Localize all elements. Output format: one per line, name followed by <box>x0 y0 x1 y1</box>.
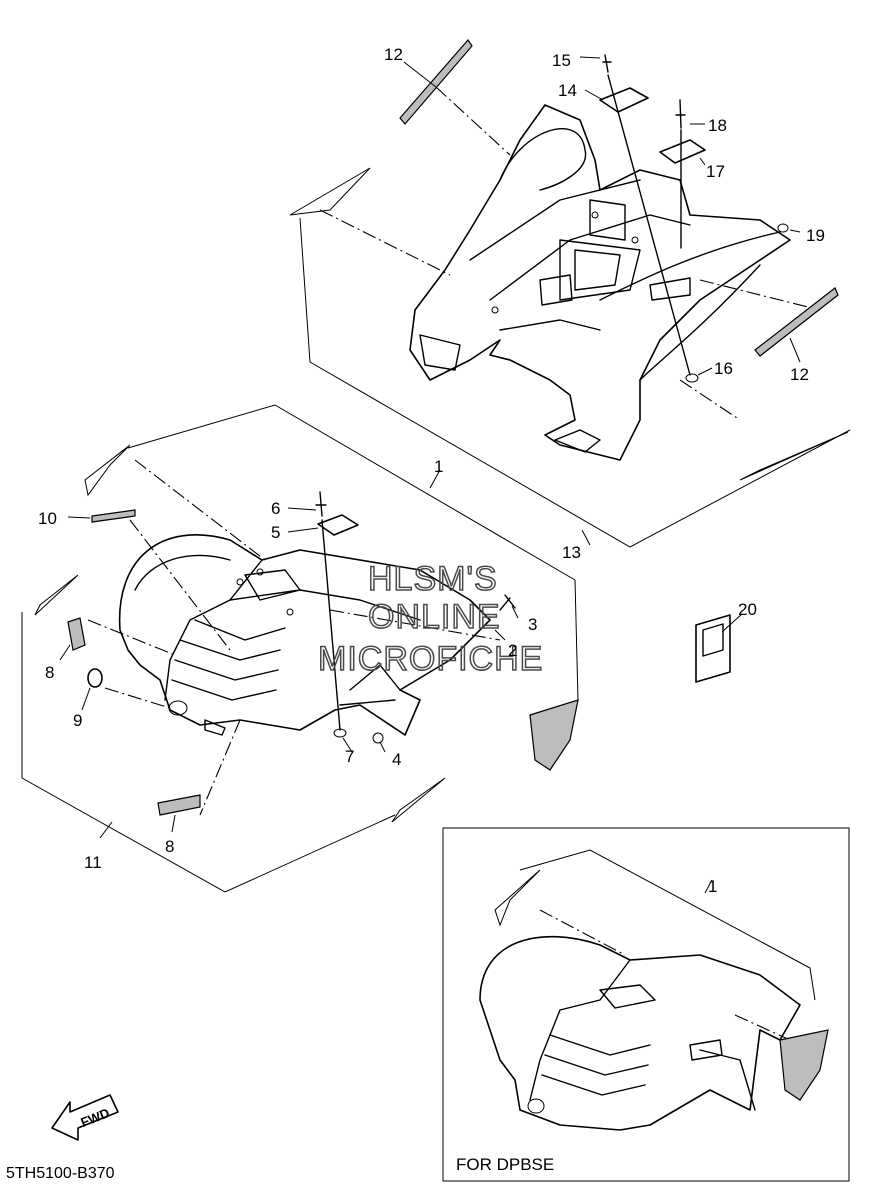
callout-1: 1 <box>434 457 443 476</box>
callout-14: 14 <box>558 81 577 100</box>
callout-12a: 12 <box>384 45 403 64</box>
front-fender <box>118 534 491 736</box>
callout-19: 19 <box>806 226 825 245</box>
callout-9: 9 <box>73 711 82 730</box>
decal-10 <box>91 509 136 523</box>
callout-1-inset: 1 <box>708 877 717 896</box>
inset-dpbse <box>442 827 850 1182</box>
callout-5: 5 <box>271 523 280 542</box>
decal-8-lower <box>157 794 201 816</box>
callout-13: 13 <box>562 543 581 562</box>
callout-16: 16 <box>714 359 733 378</box>
collar-4 <box>372 732 384 744</box>
callout-15: 15 <box>552 51 571 70</box>
decal-12-left <box>399 39 473 125</box>
callout-20: 20 <box>738 600 757 619</box>
callout-18: 18 <box>708 116 727 135</box>
decal-8-upper <box>67 617 86 651</box>
inset-decal <box>779 1029 829 1101</box>
watermark-line1: HLSM'S <box>368 560 498 598</box>
watermark-line3: MICROFICHE <box>318 640 543 678</box>
rear-fender-group <box>289 39 851 548</box>
callout-10: 10 <box>38 509 57 528</box>
callout-4: 4 <box>392 750 401 769</box>
callout-8b: 8 <box>165 837 174 856</box>
callout-8a: 8 <box>45 663 54 682</box>
plate-5 <box>317 514 359 536</box>
grommet-16 <box>685 373 699 383</box>
callout-6: 6 <box>271 499 280 518</box>
watermark: HLSM'S ONLINE MICROFICHE <box>317 559 543 679</box>
front-fender-group <box>21 404 579 893</box>
reflector-9 <box>87 668 103 688</box>
caution-label-20 <box>695 613 743 683</box>
grommet-7 <box>333 728 347 738</box>
plate-14 <box>599 87 649 113</box>
decal-2 <box>529 699 579 771</box>
inset-caption: FOR DPBSE <box>456 1155 554 1174</box>
plate-17 <box>659 139 706 164</box>
grommet-19 <box>777 223 789 233</box>
rear-fender <box>409 104 791 461</box>
callout-7: 7 <box>345 747 354 766</box>
callout-3: 3 <box>528 615 537 634</box>
callout-17: 17 <box>706 162 725 181</box>
callout-numbers: 12 15 14 18 17 19 16 12 1 13 6 5 10 3 2 … <box>38 45 825 896</box>
callout-2: 2 <box>508 641 517 660</box>
callout-11: 11 <box>84 853 102 872</box>
fwd-arrow-icon: FWD <box>51 1094 119 1141</box>
decal-12-right <box>754 287 839 357</box>
diagram-code: 5TH5100-B370 <box>6 1165 115 1182</box>
watermark-line2: ONLINE <box>368 598 501 636</box>
callout-12b: 12 <box>790 365 809 384</box>
